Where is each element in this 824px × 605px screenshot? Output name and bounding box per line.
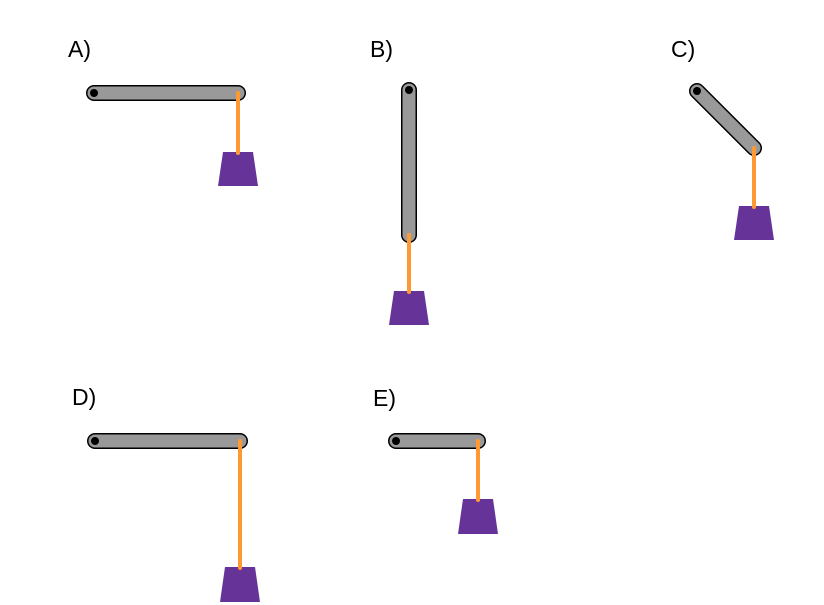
pivot-a xyxy=(90,89,98,97)
panel-label-c: C) xyxy=(671,36,696,62)
pivot-c xyxy=(693,87,701,95)
lever-bar-c xyxy=(690,84,761,155)
panel-label-b: B) xyxy=(370,36,393,62)
weight-b xyxy=(389,291,429,325)
weight-a xyxy=(218,152,258,186)
pivot-e xyxy=(392,437,400,445)
panel-label-e: E) xyxy=(373,385,396,411)
weight-e xyxy=(458,499,498,534)
weight-d xyxy=(220,567,260,602)
pivot-b xyxy=(405,86,413,94)
pivot-d xyxy=(91,437,99,445)
panel-label-a: A) xyxy=(68,36,91,62)
panel-label-d: D) xyxy=(72,384,97,410)
weight-c xyxy=(734,206,774,240)
